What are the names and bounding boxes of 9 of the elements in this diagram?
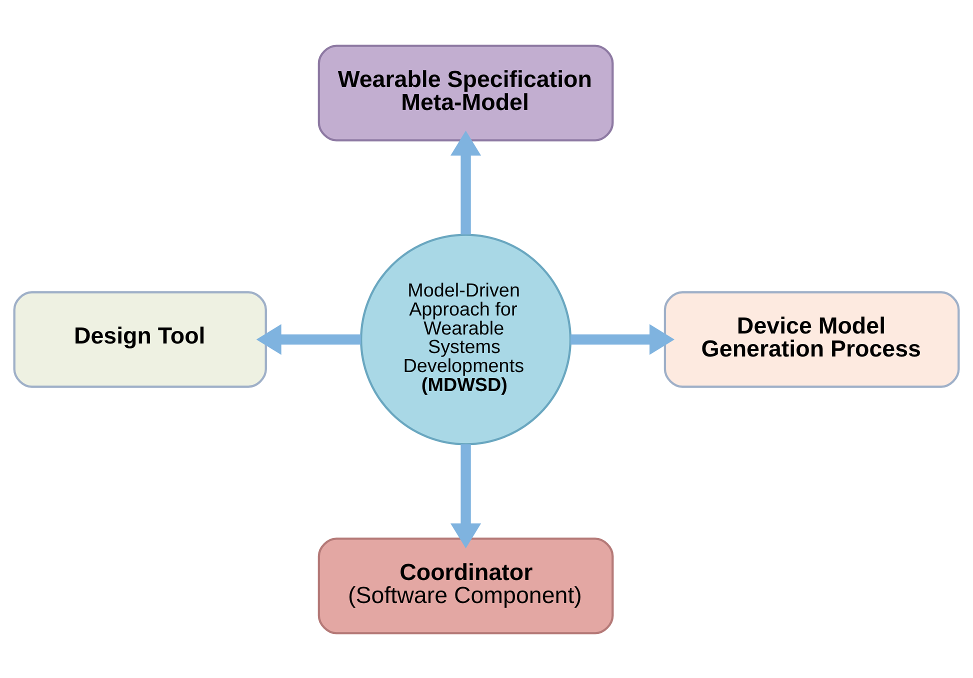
arrow xyxy=(450,444,482,548)
node-circle: Model-Driven Approach for Wearable Systems Developments (MDWSD) xyxy=(360,233,572,445)
node-box: Design Tool xyxy=(13,290,267,388)
arrow xyxy=(450,130,482,234)
arrow xyxy=(256,324,361,354)
node-box: Wearable Specification Meta-Model xyxy=(318,44,614,141)
node-box: Device Model Generation Process xyxy=(664,290,960,388)
arrow xyxy=(570,324,675,354)
node-box: Coordinator (Software Component) xyxy=(318,537,614,634)
